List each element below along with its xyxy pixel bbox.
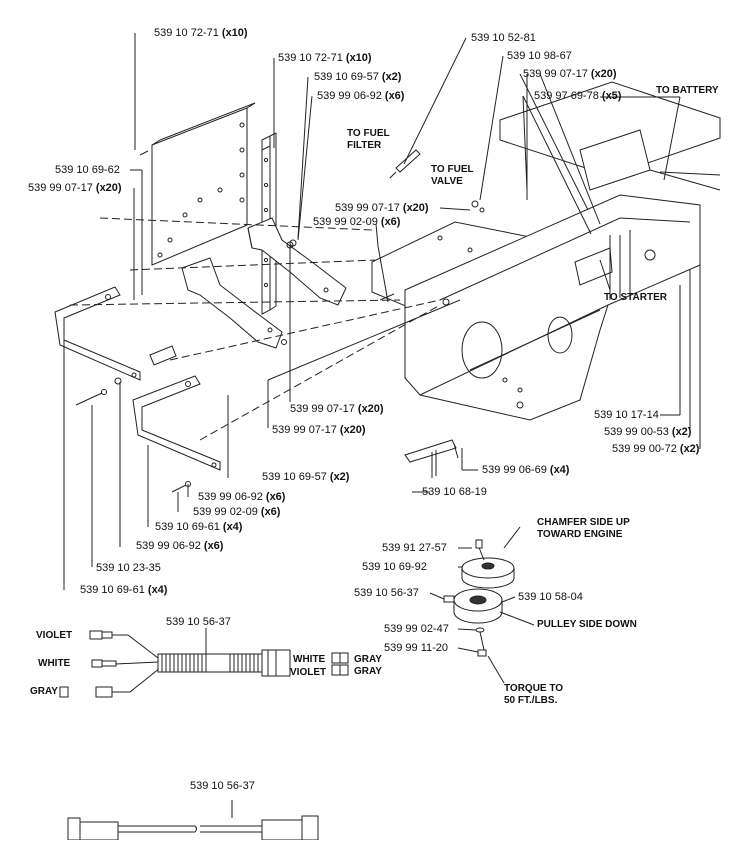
callout-nut-mid-2: 539 99 07-17 (x20) xyxy=(272,424,366,436)
callout-clutch-bolt: 539 99 11-20 xyxy=(384,642,449,654)
upper-deck-plate xyxy=(499,81,721,191)
callout-back-panel: 539 10 69-62 xyxy=(55,164,120,176)
callout-z-bracket-lower: 539 10 69-57 (x2) xyxy=(262,471,350,483)
tank-fasteners xyxy=(377,200,485,306)
callout-nut-tank: 539 99 07-17 (x20) xyxy=(523,68,617,80)
callout-mount-bracket: 539 10 68-19 xyxy=(422,486,487,498)
wire-label-gray: GRAY xyxy=(30,686,58,697)
callout-nut-mid: 539 99 07-17 (x20) xyxy=(290,403,384,415)
wire-label-white: WHITE xyxy=(38,658,71,669)
callout-washer-strap: 539 99 06-92 (x6) xyxy=(136,540,224,552)
callout-tie-b: 539 99 00-72 (x2) xyxy=(612,443,700,455)
callout-tie-a: 539 99 00-53 (x2) xyxy=(604,426,692,438)
note-pulley: PULLEY SIDE DOWN xyxy=(537,619,637,630)
callout-clutch-washer: 539 10 69-92 xyxy=(362,561,427,573)
callout-harness: 539 10 56-37 xyxy=(166,616,231,628)
wiring-harness xyxy=(59,628,349,698)
callout-clutch-harness: 539 10 56-37 xyxy=(354,587,419,599)
alignment-lines xyxy=(69,217,441,441)
callout-clutch: 539 10 58-04 xyxy=(518,591,583,603)
seat-strap-upper xyxy=(54,286,141,381)
plug-label-gray-2: GRAY xyxy=(354,666,382,677)
spacer-tube xyxy=(149,345,177,366)
bottom-harness xyxy=(67,800,319,841)
callout-screw-lower: 539 99 02-09 (x6) xyxy=(193,506,281,518)
callout-strap-upper: 539 10 69-61 (x4) xyxy=(80,584,168,596)
callout-harness-bottom: 539 10 56-37 xyxy=(190,780,255,792)
callout-washer-upper: 539 99 06-92 (x6) xyxy=(317,90,405,102)
callout-screw-bracket: 539 99 06-69 (x4) xyxy=(482,464,570,476)
clutch-assembly xyxy=(429,526,535,684)
mount-bracket xyxy=(404,439,459,478)
callout-washer-lower: 539 99 06-92 (x6) xyxy=(198,491,286,503)
callout-screw-center: 539 99 02-09 (x6) xyxy=(313,216,401,228)
plug-label-violet: VIOLET xyxy=(290,667,327,678)
plug-label-gray-1: GRAY xyxy=(354,654,382,665)
note-starter: TO STARTER xyxy=(604,292,667,303)
callout-clutch-key: 539 91 27-57 xyxy=(382,542,447,554)
callout-bolt-strap: 539 10 23-35 xyxy=(96,562,161,574)
callout-screw-relay: 539 97 69-78 (x5) xyxy=(534,90,622,102)
wire-label-violet: VIOLET xyxy=(36,630,73,641)
fuel-filter-hose xyxy=(389,149,421,179)
z-bracket-upper xyxy=(247,217,347,306)
callout-bolt-rear-panel: 539 10 72-71 (x10) xyxy=(154,27,248,39)
seat-strap-lower xyxy=(132,375,221,471)
callout-cable: 539 10 17-14 xyxy=(594,409,659,421)
callout-clutch-washer-2: 539 99 02-47 xyxy=(384,623,449,635)
callout-z-bracket: 539 10 69-57 (x2) xyxy=(314,71,402,83)
callout-nut-left: 539 99 07-17 (x20) xyxy=(28,182,122,194)
callout-fuel-filter: 539 10 52-81 xyxy=(471,32,536,44)
plug-label-white: WHITE xyxy=(293,654,326,665)
callout-fuel-valve: 539 10 98-67 xyxy=(507,50,572,62)
callout-strap-lower: 539 10 69-61 (x4) xyxy=(155,521,243,533)
callout-bolt-side: 539 10 72-71 (x10) xyxy=(278,52,372,64)
note-battery: TO BATTERY xyxy=(656,85,719,96)
leader-lines xyxy=(63,33,701,590)
left-back-panel xyxy=(151,102,256,266)
callout-nut-center: 539 99 07-17 (x20) xyxy=(335,202,429,214)
